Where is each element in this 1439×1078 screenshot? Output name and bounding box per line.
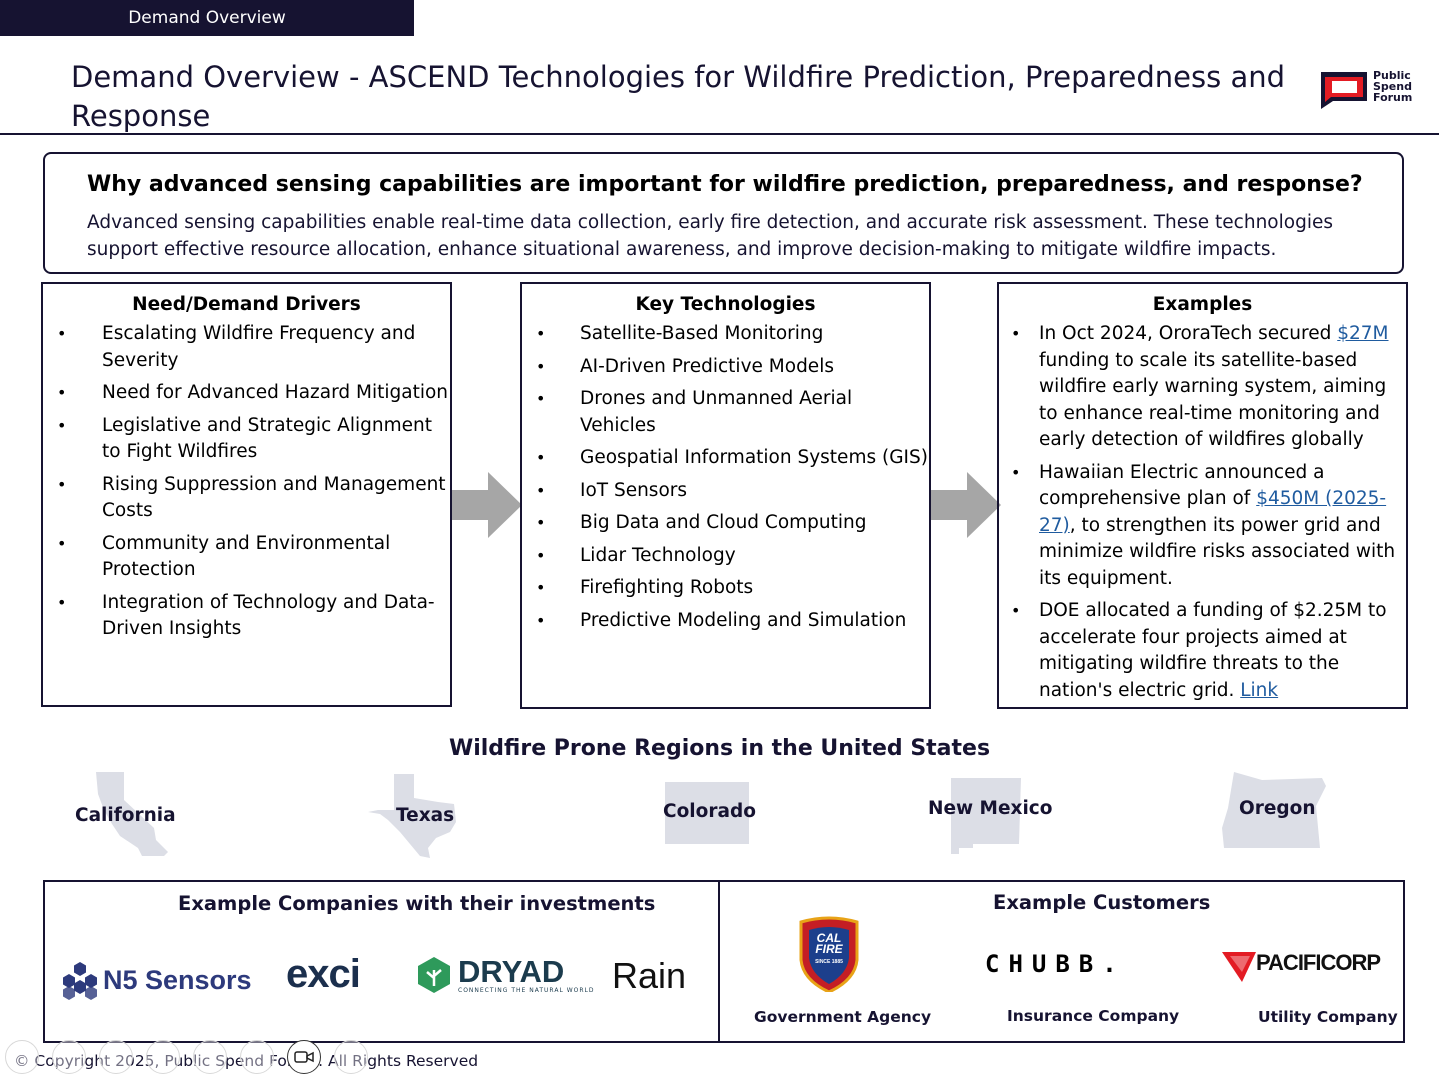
zoom-button[interactable] bbox=[193, 1040, 227, 1074]
dryad-logo: DRYAD CONNECTING THE NATURAL WORLD bbox=[416, 956, 594, 994]
section-tab[interactable]: Demand Overview bbox=[0, 0, 414, 36]
state-label-new-mexico: New Mexico bbox=[928, 798, 1053, 819]
cal-fire-shield-icon bbox=[799, 916, 859, 992]
regions-title: Wildfire Prone Regions in the United Sta… bbox=[448, 736, 991, 761]
why-question: Why advanced sensing capabilities are im… bbox=[87, 172, 1363, 197]
section-tab-label: Demand Overview bbox=[128, 8, 286, 28]
list-item: •Legislative and Strategic Alignment to … bbox=[57, 414, 432, 463]
bottom-panel bbox=[43, 880, 1405, 1043]
list-item: •Lidar Technology bbox=[536, 544, 736, 566]
technologies-title: Key Technologies bbox=[635, 294, 816, 315]
leaf-icon bbox=[418, 957, 450, 993]
camera-icon bbox=[294, 1051, 314, 1063]
new-mexico-map-icon bbox=[951, 778, 1021, 854]
page-title: Demand Overview - ASCEND Technologies fo… bbox=[71, 60, 1286, 133]
customer-label-government: Government Agency bbox=[754, 1008, 932, 1026]
drivers-panel: Need/Demand Drivers •Escalating Wildfire… bbox=[41, 282, 452, 707]
doe-funding-link[interactable]: Link bbox=[1240, 679, 1279, 701]
subtitles-button[interactable] bbox=[240, 1040, 274, 1074]
technologies-list: •Satellite-Based Monitoring •AI-Driven P… bbox=[522, 321, 929, 634]
more-options-button[interactable] bbox=[334, 1040, 368, 1074]
list-item: •Firefighting Robots bbox=[536, 577, 754, 598]
why-answer: Advanced sensing capabilities enable rea… bbox=[87, 212, 1333, 260]
list-item: •IoT Sensors bbox=[536, 479, 688, 501]
list-item: •Community and Environmental Protection bbox=[57, 532, 391, 581]
hexagon-cluster-icon bbox=[63, 962, 97, 1000]
colorado-map-icon bbox=[665, 782, 749, 844]
list-item: •Drones and Unmanned Aerial Vehicles bbox=[536, 388, 853, 436]
pen-tool-button[interactable] bbox=[99, 1040, 133, 1074]
ororatech-funding-link[interactable]: $27M bbox=[1337, 323, 1389, 344]
next-slide-button[interactable] bbox=[52, 1040, 86, 1074]
state-label-texas: Texas bbox=[396, 805, 455, 826]
slide-grid-button[interactable] bbox=[146, 1040, 180, 1074]
examples-title: Examples bbox=[1152, 294, 1253, 315]
list-item: •DOE allocated a funding of $2.25M to ac… bbox=[1011, 600, 1387, 701]
customer-label-insurance: Insurance Company bbox=[1007, 1007, 1180, 1025]
customer-label-utility: Utility Company bbox=[1258, 1008, 1398, 1026]
logo-wordmark: Public Spend Forum bbox=[1373, 69, 1413, 104]
n5-sensors-logo: N5 Sensors bbox=[60, 958, 252, 1002]
drivers-list: •Escalating Wildfire Frequency and Sever… bbox=[43, 321, 450, 643]
why-box: Why advanced sensing capabilities are im… bbox=[43, 152, 1404, 274]
list-item: •AI-Driven Predictive Models bbox=[536, 355, 834, 377]
texas-map-icon bbox=[368, 774, 456, 858]
list-item: •In Oct 2024, OroraTech secured $27M fun… bbox=[1011, 323, 1389, 450]
bottom-divider bbox=[718, 880, 720, 1043]
list-item: •Rising Suppression and Management Costs bbox=[57, 473, 446, 522]
camera-button[interactable] bbox=[287, 1040, 321, 1074]
state-label-oregon: Oregon bbox=[1239, 798, 1316, 819]
california-map-icon bbox=[96, 772, 168, 856]
list-item: •Satellite-Based Monitoring bbox=[536, 323, 824, 344]
list-item: •Predictive Modeling and Simulation bbox=[536, 609, 907, 631]
public-spend-forum-logo bbox=[1321, 72, 1367, 109]
oregon-map-icon bbox=[1222, 772, 1326, 848]
title-divider bbox=[0, 133, 1439, 135]
list-item: •Escalating Wildfire Frequency and Sever… bbox=[57, 323, 416, 371]
previous-slide-button[interactable] bbox=[5, 1040, 39, 1074]
list-item: •Geospatial Information Systems (GIS) bbox=[536, 447, 928, 468]
list-item: •Big Data and Cloud Computing bbox=[536, 512, 867, 533]
cal-fire-logo: CAL FIRE SINCE 1885 bbox=[797, 916, 861, 992]
hawaiian-electric-plan-link[interactable]: $450M (2025-27) bbox=[1039, 488, 1387, 536]
exci-logo: exci bbox=[286, 952, 361, 996]
list-item: •Need for Advanced Hazard Mitigation bbox=[57, 382, 449, 403]
presentation-toolbar bbox=[5, 1040, 385, 1074]
rain-logo: Rain bbox=[612, 955, 687, 996]
pacificorp-chevron-icon bbox=[1222, 952, 1256, 982]
state-label-california: California bbox=[75, 805, 176, 826]
list-item: •Integration of Technology and Data-Driv… bbox=[57, 591, 435, 640]
drivers-title: Need/Demand Drivers bbox=[132, 294, 361, 315]
list-item: •Hawaiian Electric announced a comprehen… bbox=[1011, 461, 1396, 589]
customers-title: Example Customers bbox=[993, 891, 1211, 914]
examples-list: •In Oct 2024, OroraTech secured $27M fun… bbox=[999, 321, 1406, 704]
pacificorp-logo: PACIFICORP bbox=[1222, 950, 1381, 982]
arrow-right-icon bbox=[452, 472, 522, 538]
technologies-panel: Key Technologies •Satellite-Based Monito… bbox=[520, 282, 931, 709]
arrow-right-icon bbox=[931, 472, 1001, 538]
examples-panel: Examples •In Oct 2024, OroraTech secured… bbox=[997, 282, 1408, 709]
state-label-colorado: Colorado bbox=[663, 801, 756, 822]
chubb-logo: CHUBB. bbox=[985, 950, 1126, 978]
companies-title: Example Companies with their investments bbox=[178, 892, 656, 915]
